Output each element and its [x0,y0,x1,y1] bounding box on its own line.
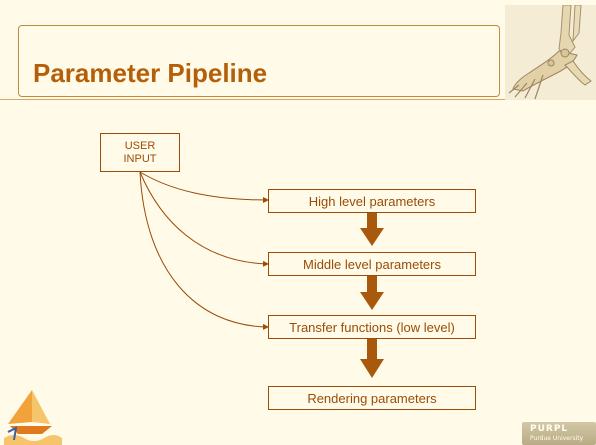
title-divider [0,99,596,100]
foot-bones-illustration-icon [505,5,596,100]
connector-to-middle-level [139,171,269,267]
user-input-node: USER INPUT [100,133,180,172]
user-input-line2: INPUT [123,152,157,165]
purpl-logo-subtext: Purdue University [530,435,584,442]
connector-to-high-level [139,171,269,203]
down-arrow-icon [360,276,384,310]
stage-middle-level: Middle level parameters [268,252,476,276]
connector-to-transfer-functions [139,171,269,330]
purpl-logo: PURPL Purdue University [522,422,596,445]
title-frame [18,25,500,97]
stage-rendering-parameters: Rendering parameters [268,386,476,410]
down-arrow-icon [360,212,384,246]
sailboat-logo-icon [4,390,62,445]
slide-title: Parameter Pipeline [33,58,268,88]
user-input-line1: USER [124,139,156,152]
down-arrow-icon [360,339,384,378]
stage-transfer-functions: Transfer functions (low level) [268,315,476,339]
purpl-logo-text: PURPL [530,424,569,434]
stage-high-level: High level parameters [268,189,476,213]
